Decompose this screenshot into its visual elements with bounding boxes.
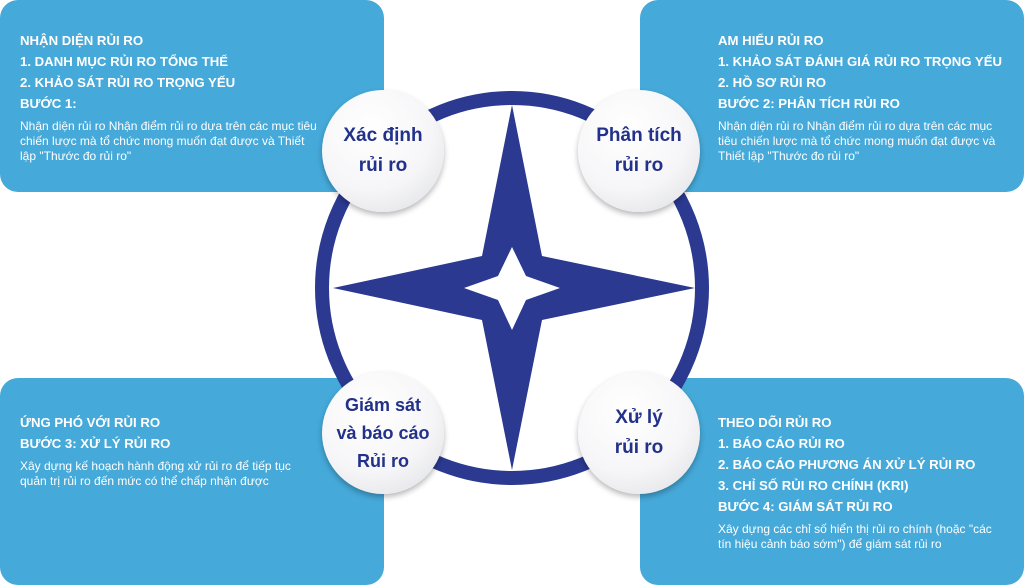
node-monitor-report-risk: Giám sát và báo cáo Rủi ro	[322, 372, 444, 494]
card-item: 2. HỒ SƠ RỦI RO	[718, 75, 826, 90]
card-step: BƯỚC 3: XỬ LÝ RỦI RO	[20, 436, 171, 451]
card-item: 1. BÁO CÁO RỦI RO	[718, 436, 845, 451]
card-title: ỨNG PHÓ VỚI RỦI RO	[20, 415, 161, 430]
card-understand-risk: AM HIỂU RỦI RO 1. KHẢO SÁT ĐÁNH GIÁ RỦI …	[640, 0, 1024, 192]
card-item: 1. KHẢO SÁT ĐÁNH GIÁ RỦI RO TRỌNG YẾU	[718, 54, 1003, 69]
node-label-line: Rủi ro	[356, 451, 409, 471]
node-label-line: rủi ro	[358, 155, 408, 176]
card-title: AM HIỂU RỦI RO	[718, 33, 824, 48]
card-description: Nhận diện rủi ro Nhận điểm rủi ro dựa tr…	[20, 119, 317, 163]
node-label-line: và báo cáo	[336, 423, 430, 443]
card-title: THEO DÕI RỦI RO	[718, 415, 832, 430]
node-analyze-risk: Phân tích rủi ro	[578, 90, 700, 212]
card-respond-risk: ỨNG PHÓ VỚI RỦI RO BƯỚC 3: XỬ LÝ RỦI RO …	[0, 378, 384, 585]
card-step: BƯỚC 2: PHÂN TÍCH RỦI RO	[718, 96, 900, 111]
node-label-line: Xác định	[343, 125, 423, 146]
card-step: BƯỚC 1:	[20, 96, 77, 111]
node-label-line: Giám sát	[344, 395, 422, 415]
node-identify-risk: Xác định rủi ro	[322, 90, 444, 212]
card-description: Xây dựng kế hoạch hành động xử rủi ro để…	[20, 459, 291, 488]
card-item: 3. CHỈ SỐ RỦI RO CHÍNH (KRI)	[718, 478, 909, 493]
card-item: 2. KHẢO SÁT RỦI RO TRỌNG YẾU	[20, 75, 236, 90]
card-monitor-risk: THEO DÕI RỦI RO 1. BÁO CÁO RỦI RO 2. BÁO…	[640, 378, 1024, 585]
card-identify-risk: NHẬN DIỆN RỦI RO 1. DANH MỤC RỦI RO TỔNG…	[0, 0, 384, 192]
card-item: 2. BÁO CÁO PHƯƠNG ÁN XỬ LÝ RỦI RO	[718, 457, 976, 472]
card-title: NHẬN DIỆN RỦI RO	[20, 33, 144, 48]
node-label-line: rủi ro	[614, 155, 664, 176]
node-label-line: Xử lý	[615, 407, 663, 428]
node-label-line: rủi ro	[614, 437, 664, 458]
card-description: Nhận diện rủi ro Nhận điểm rủi ro dựa tr…	[718, 119, 996, 163]
node-treat-risk: Xử lý rủi ro	[578, 372, 700, 494]
card-description: Xây dựng các chỉ số hiển thị rủi ro chín…	[718, 522, 992, 551]
card-step: BƯỚC 4: GIÁM SÁT RỦI RO	[718, 499, 893, 514]
compass-star-center-icon	[464, 247, 560, 330]
card-item: 1. DANH MỤC RỦI RO TỔNG THỂ	[20, 54, 229, 69]
node-label-line: Phân tích	[596, 125, 682, 146]
